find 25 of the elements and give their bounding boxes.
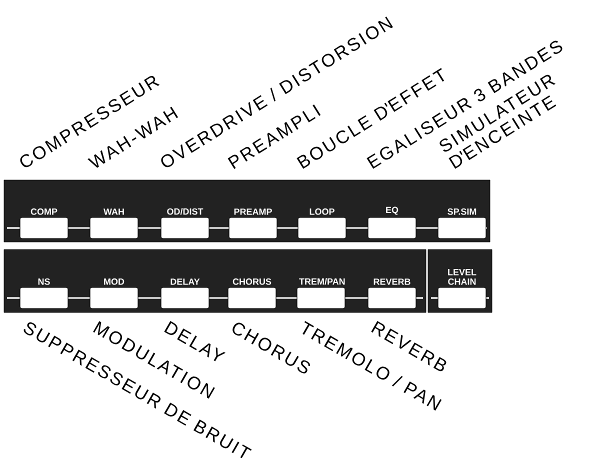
button-label: TREM/PAN (299, 278, 345, 285)
button-label: COMP (30, 208, 58, 215)
button-label: CHORUS (232, 278, 272, 285)
connector-line (138, 227, 161, 229)
connector-line (346, 227, 368, 229)
button-label: SP.SIM (448, 208, 476, 215)
button-label: EQ (386, 206, 398, 215)
button-label: REVERB (374, 278, 410, 285)
button-label: NS (38, 278, 50, 285)
connector-line (209, 227, 229, 229)
button-label: WAH (104, 208, 124, 215)
connector-line (68, 297, 90, 299)
connector-line (209, 297, 228, 299)
button-label: PREAMP (234, 208, 272, 215)
connector-line (416, 227, 438, 229)
connector-line (276, 297, 297, 299)
button-label: LEVEL CHAIN (448, 269, 476, 285)
button-label: LOOP (310, 208, 334, 215)
button-label: DELAY (170, 278, 200, 285)
button-label: MOD (104, 278, 124, 285)
connector-line (68, 227, 90, 229)
connector-line (138, 297, 161, 299)
button-label: OD/DIST (167, 208, 204, 215)
connector-line (345, 297, 368, 299)
connector-line (277, 227, 298, 229)
